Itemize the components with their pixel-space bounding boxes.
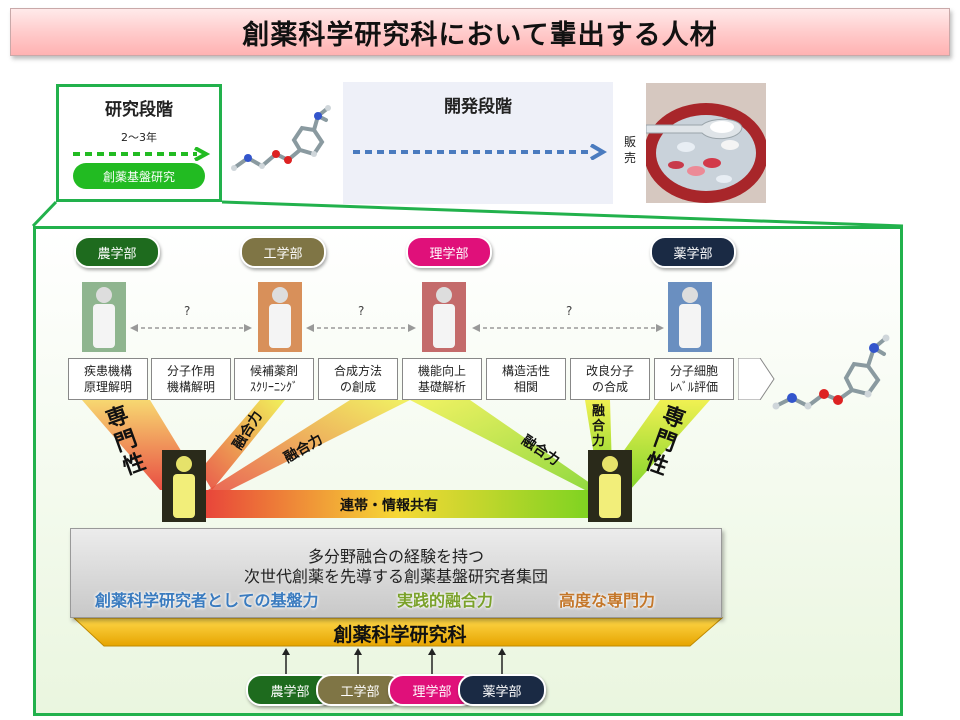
topic-box: 構造活性相関 <box>486 358 566 400</box>
topic-box: 候補薬剤ｽｸﾘｰﾆﾝｸﾞ <box>234 358 314 400</box>
researcher-figure-science <box>422 282 466 352</box>
topic-box: 分子細胞ﾚﾍﾞﾙ評価 <box>654 358 734 400</box>
research-stage-title: 研究段階 <box>105 100 173 120</box>
title-banner: 創薬科学研究科において輩出する人材 <box>10 8 950 56</box>
researcher-figure-agriculture <box>82 282 126 352</box>
topic-box: 疾患機構原理解明 <box>68 358 148 400</box>
research-duration: 2～3年 <box>121 131 157 144</box>
topic-box: 改良分子の合成 <box>570 358 650 400</box>
researcher-figure-integrated-right <box>588 450 632 522</box>
researcher-figure-pharmacy <box>668 282 712 352</box>
topic-box: 分子作用機構解明 <box>151 358 231 400</box>
researcher-figure-engineering <box>258 282 302 352</box>
researcher-group-box: 多分野融合の経験を持つ 次世代創薬を先導する創薬基盤研究者集団 創薬科学研究者と… <box>70 528 722 618</box>
dept-badge-engineering: 工学部 <box>240 236 326 268</box>
group-description-line1: 多分野融合の経験を持つ <box>307 547 484 566</box>
dept-badge-agriculture: 農学部 <box>74 236 160 268</box>
molecule-icon <box>231 105 331 171</box>
development-arrow-icon <box>353 144 607 160</box>
skill-foundation: 創薬科学研究者としての基盤力 <box>95 591 319 610</box>
research-stage-box: 研究段階 2～3年 創薬基盤研究 <box>56 84 222 202</box>
feed-arrows <box>282 648 506 674</box>
topic-box: 機能向上基礎解析 <box>402 358 482 400</box>
collaboration-label: 連帯・情報共有 <box>340 498 438 514</box>
graduate-school-label: 創薬科学研究科 <box>333 624 467 646</box>
unknown-link-mark-3: ? <box>566 304 573 318</box>
zoom-connector <box>31 200 904 228</box>
page-title: 創薬科学研究科において輩出する人材 <box>242 19 718 51</box>
dept-link-arrows <box>130 324 664 332</box>
sales-label: 販売 <box>624 135 637 165</box>
researcher-figure-integrated-left <box>162 450 206 522</box>
unknown-link-mark-2: ? <box>358 304 365 318</box>
development-stage-title: 開発段階 <box>444 97 512 117</box>
research-arrow-icon <box>73 147 211 161</box>
fusion-label-4: 融合力 <box>592 404 606 449</box>
bottom-dept-pharmacy: 薬学部 <box>458 674 546 706</box>
skill-practical-fusion: 実践的融合力 <box>397 591 494 610</box>
group-description-line2: 次世代創薬を先導する創薬基盤研究者集団 <box>243 567 548 586</box>
pipeline-arrow-icon <box>738 358 775 400</box>
drug-discovery-research-pill: 創薬基盤研究 <box>73 163 205 189</box>
topic-box: 合成方法の創成 <box>318 358 398 400</box>
dept-badge-science: 理学部 <box>406 236 492 268</box>
molecule-icon <box>772 334 890 410</box>
unknown-link-mark-1: ? <box>184 304 191 318</box>
skill-advanced-expertise: 高度な専門力 <box>559 591 656 610</box>
development-stage-box: 開発段階 <box>343 82 613 204</box>
medicine-bowl-photo <box>646 83 766 203</box>
dept-badge-pharmacy: 薬学部 <box>650 236 736 268</box>
